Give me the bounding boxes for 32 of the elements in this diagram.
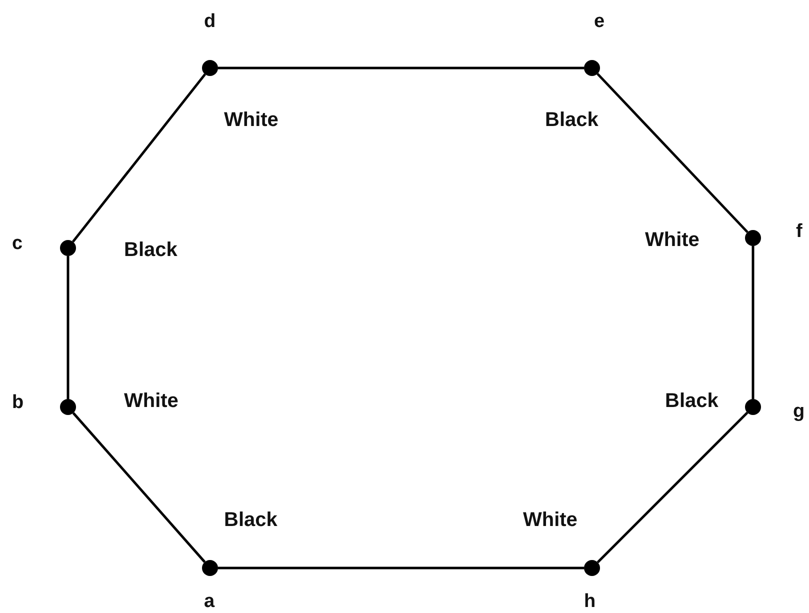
- color-label: White: [124, 391, 178, 411]
- edge-line: [66, 256, 70, 399]
- vertex-dot: [202, 560, 218, 576]
- vertex-label: h: [584, 592, 596, 611]
- edge-line: [218, 66, 584, 70]
- vertex-label: e: [594, 12, 605, 31]
- vertex-dot: [60, 240, 76, 256]
- color-label: White: [224, 110, 278, 130]
- edge-line: [596, 412, 748, 564]
- vertex-dot: [60, 399, 76, 415]
- color-label: Black: [124, 240, 178, 260]
- edge-line: [72, 74, 206, 242]
- vertex-label: g: [793, 402, 805, 421]
- vertex-label: d: [204, 12, 216, 31]
- edge-line: [752, 246, 754, 399]
- vertex-dot: [745, 230, 761, 246]
- vertex-dot: [202, 60, 218, 76]
- color-label: Black: [665, 391, 718, 411]
- vertex-label: b: [12, 393, 24, 412]
- color-label: White: [523, 510, 578, 530]
- edge-line: [72, 412, 206, 563]
- color-label: Black: [545, 110, 598, 130]
- vertex-label: f: [796, 222, 802, 241]
- vertex-label: a: [204, 592, 215, 611]
- vertex-dot: [584, 60, 600, 76]
- vertex-label: c: [12, 234, 23, 253]
- edge-line: [218, 566, 584, 570]
- vertex-dot: [745, 399, 761, 415]
- edge-line: [596, 72, 748, 234]
- color-label: Black: [224, 510, 278, 530]
- color-label: White: [645, 230, 700, 250]
- vertex-dot: [584, 560, 600, 576]
